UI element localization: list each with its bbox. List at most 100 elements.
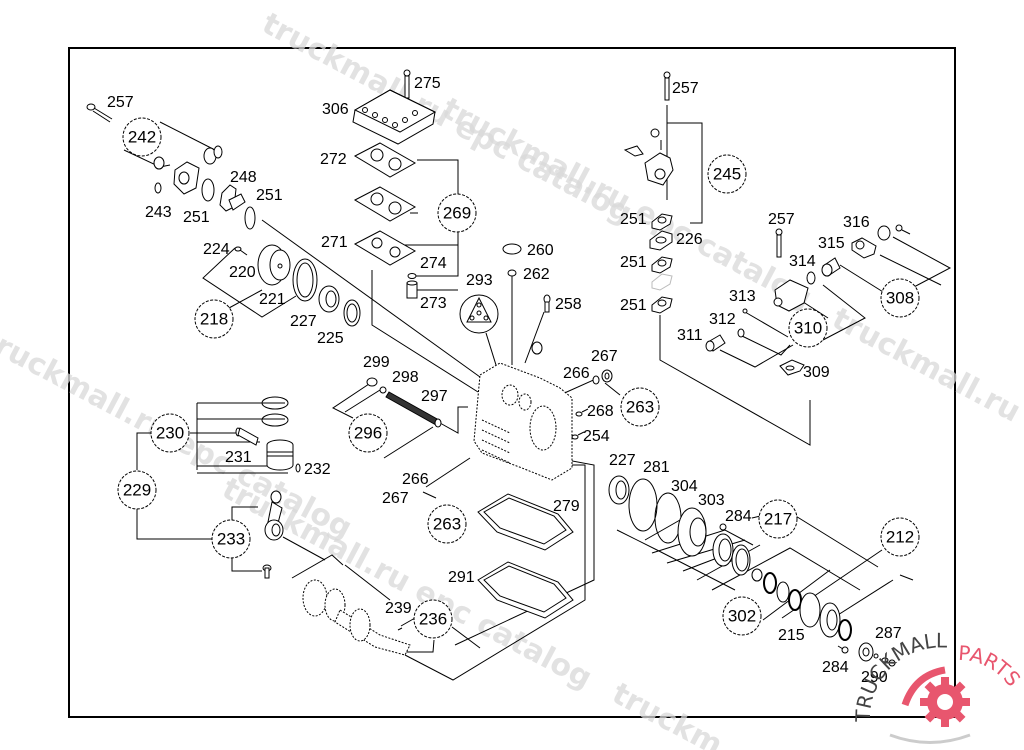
stud-297-icon bbox=[385, 391, 442, 428]
nut-312-icon bbox=[737, 328, 745, 338]
part-label[interactable]: 290 bbox=[861, 669, 888, 686]
part-label[interactable]: 226 bbox=[676, 231, 703, 248]
callout-218[interactable]: 218 bbox=[194, 299, 234, 339]
part-label[interactable]: 232 bbox=[304, 461, 331, 478]
callout-296[interactable]: 296 bbox=[348, 413, 388, 453]
part-label[interactable]: 303 bbox=[698, 492, 725, 509]
part-label[interactable]: 257 bbox=[107, 94, 134, 111]
callout-263-label: 263 bbox=[626, 398, 654, 417]
part-label[interactable]: 313 bbox=[729, 288, 756, 305]
callout-236-label: 236 bbox=[419, 610, 447, 629]
truckmall-parts-logo: TRUCKMALL PARTS bbox=[851, 628, 1024, 744]
ring-icon bbox=[763, 572, 777, 594]
bolt-icon bbox=[262, 564, 272, 579]
part-label[interactable]: 266 bbox=[563, 365, 590, 382]
diagram-frame bbox=[68, 47, 956, 718]
part-label[interactable]: 315 bbox=[818, 235, 845, 252]
callout-236[interactable]: 236 bbox=[413, 599, 453, 639]
callout-230[interactable]: 230 bbox=[150, 413, 190, 453]
callout-229[interactable]: 229 bbox=[117, 470, 157, 510]
part-label[interactable]: 251 bbox=[620, 297, 647, 314]
screw-254-icon bbox=[571, 431, 585, 440]
callout-229-label: 229 bbox=[123, 481, 151, 500]
part-label[interactable]: 287 bbox=[875, 625, 902, 642]
part-label[interactable]: 274 bbox=[420, 255, 447, 272]
callout-269[interactable]: 269 bbox=[437, 193, 477, 233]
callout-245[interactable]: 245 bbox=[707, 154, 747, 194]
part-label[interactable]: 267 bbox=[382, 490, 409, 507]
part-label[interactable]: 254 bbox=[583, 428, 610, 445]
bolt-257-icon bbox=[86, 103, 113, 123]
part-label[interactable]: 257 bbox=[672, 80, 699, 97]
part-label[interactable]: 293 bbox=[466, 272, 493, 289]
piston-ring-icon bbox=[261, 396, 289, 410]
part-label[interactable]: 291 bbox=[448, 569, 475, 586]
callout-212[interactable]: 212 bbox=[880, 517, 920, 557]
part-label[interactable]: 248 bbox=[230, 169, 257, 186]
oring-262-icon bbox=[507, 269, 517, 277]
part-label[interactable]: 231 bbox=[225, 449, 252, 466]
part-label[interactable]: 311 bbox=[677, 327, 703, 344]
part-label[interactable]: 314 bbox=[789, 253, 816, 270]
part-label[interactable]: 284 bbox=[725, 508, 752, 525]
part-label[interactable]: 257 bbox=[768, 211, 795, 228]
part-label[interactable]: 284 bbox=[822, 659, 849, 676]
part-label[interactable]: 221 bbox=[259, 291, 286, 308]
part-label[interactable]: 251 bbox=[620, 211, 647, 228]
part-label[interactable]: 297 bbox=[421, 388, 448, 405]
part-label[interactable]: 224 bbox=[203, 241, 230, 258]
gasket-251-icon bbox=[201, 178, 215, 202]
part-label[interactable]: 312 bbox=[709, 311, 736, 328]
part-label[interactable]: 298 bbox=[392, 369, 419, 386]
part-label[interactable]: 220 bbox=[229, 264, 256, 281]
leader-lines bbox=[123, 105, 952, 681]
callout-242[interactable]: 242 bbox=[122, 117, 162, 157]
part-labels: 257 306 275 272 271 274 273 243 251 248 … bbox=[107, 75, 902, 686]
part-label[interactable]: 267 bbox=[591, 348, 618, 365]
fitting-248-icon bbox=[219, 184, 246, 212]
part-label[interactable]: 273 bbox=[420, 295, 447, 312]
part-label[interactable]: 316 bbox=[843, 214, 870, 231]
valve-disc-293-icon bbox=[459, 294, 499, 334]
callout-310[interactable]: 310 bbox=[788, 308, 828, 348]
part-label[interactable]: 281 bbox=[643, 459, 670, 476]
callout-233[interactable]: 233 bbox=[211, 519, 251, 559]
callout-242-label: 242 bbox=[128, 128, 156, 147]
part-label[interactable]: 239 bbox=[385, 600, 412, 617]
part-label[interactable]: 309 bbox=[803, 364, 830, 381]
part-label[interactable]: 227 bbox=[290, 313, 317, 330]
part-label[interactable]: 258 bbox=[555, 296, 582, 313]
part-label[interactable]: 243 bbox=[145, 204, 172, 221]
part-label[interactable]: 225 bbox=[317, 330, 344, 347]
part-label[interactable]: 306 bbox=[322, 101, 349, 118]
part-label[interactable]: 268 bbox=[587, 403, 614, 420]
bushing-icon bbox=[751, 568, 763, 582]
part-label[interactable]: 260 bbox=[527, 242, 554, 259]
part-label[interactable]: 279 bbox=[553, 498, 580, 515]
part-label[interactable]: 215 bbox=[778, 627, 805, 644]
gasket-251-icon bbox=[244, 206, 256, 230]
callout-308[interactable]: 308 bbox=[880, 278, 920, 318]
part-label[interactable]: 251 bbox=[256, 187, 283, 204]
part-label[interactable]: 227 bbox=[609, 452, 636, 469]
part-label[interactable]: 251 bbox=[183, 209, 210, 226]
part-label[interactable]: 304 bbox=[671, 478, 698, 495]
callout-263[interactable]: 263 bbox=[620, 387, 660, 427]
callout-212-label: 212 bbox=[886, 528, 914, 547]
gasket-251-icon bbox=[651, 256, 673, 274]
part-label[interactable]: 299 bbox=[363, 354, 390, 371]
key-239-icon bbox=[397, 627, 403, 631]
connecting-rod-icon bbox=[264, 490, 284, 541]
part-label[interactable]: 272 bbox=[320, 151, 347, 168]
part-label[interactable]: 271 bbox=[321, 234, 348, 251]
callout-217[interactable]: 217 bbox=[758, 499, 798, 539]
callout-302[interactable]: 302 bbox=[722, 596, 762, 636]
part-label[interactable]: 275 bbox=[414, 75, 441, 92]
callout-263[interactable]: 263 bbox=[427, 504, 467, 544]
part-label[interactable]: 251 bbox=[620, 254, 647, 271]
part-label[interactable]: 266 bbox=[402, 471, 429, 488]
part-label[interactable]: 262 bbox=[523, 266, 550, 283]
cover-303-icon bbox=[677, 507, 707, 557]
